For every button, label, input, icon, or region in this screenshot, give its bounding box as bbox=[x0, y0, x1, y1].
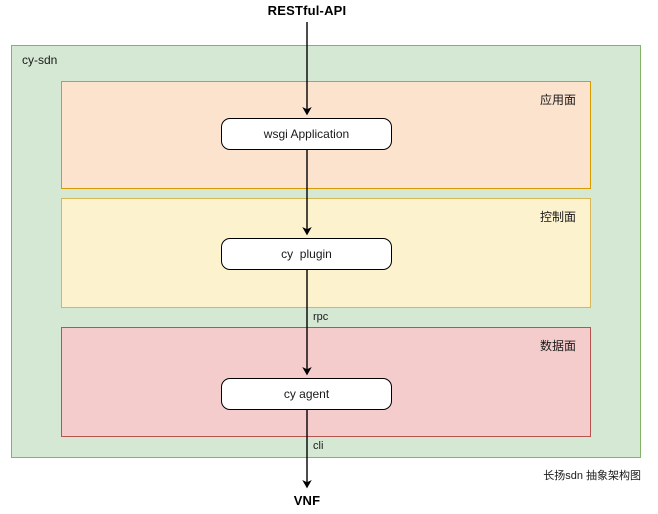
plane-application-label: 应用面 bbox=[539, 93, 576, 107]
plane-data-label: 数据面 bbox=[539, 339, 576, 353]
edge-label-rpc: rpc bbox=[313, 311, 329, 323]
cy-sdn-label: cy-sdn bbox=[22, 53, 58, 67]
diagram-caption: 长扬sdn 抽象架构图 bbox=[543, 470, 641, 482]
plane-control-label: 控制面 bbox=[539, 210, 576, 224]
node-wsgi-application[interactable]: wsgi Application bbox=[221, 118, 392, 150]
vnf-label: VNF bbox=[293, 493, 321, 508]
edge-label-cli: cli bbox=[313, 440, 324, 452]
restful-api-label: RESTful-API bbox=[267, 3, 347, 18]
node-cy-agent[interactable]: cy agent bbox=[221, 378, 392, 410]
node-cy-plugin[interactable]: cy plugin bbox=[221, 238, 392, 270]
